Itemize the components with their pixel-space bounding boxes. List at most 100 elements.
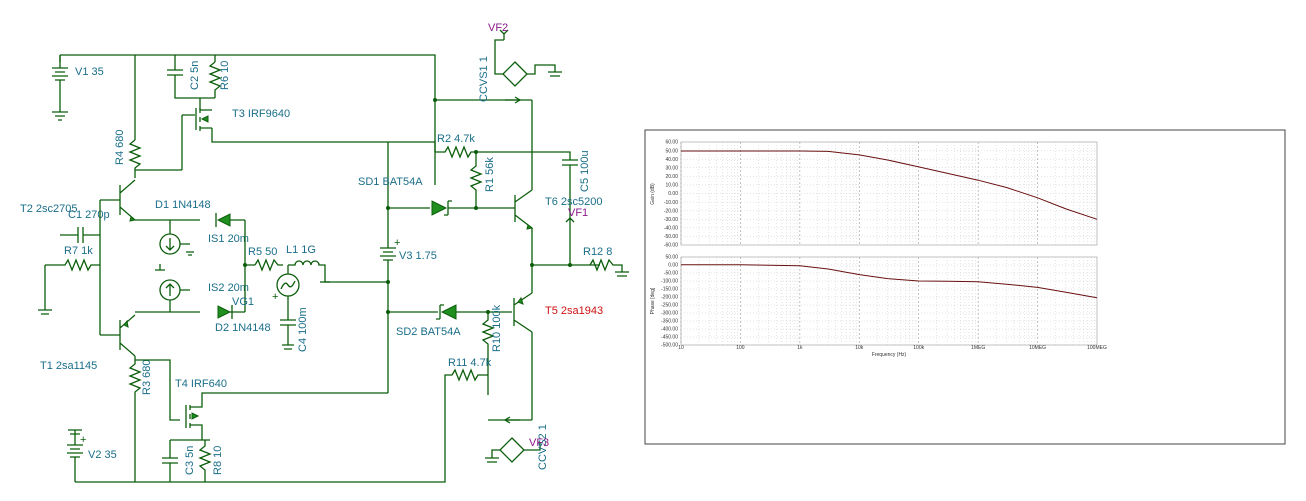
battery-v1-icon xyxy=(52,55,68,121)
label-r4: R4 680 xyxy=(114,130,126,165)
resistor-r11-icon xyxy=(444,368,488,405)
x-tick-label: 1k xyxy=(797,345,803,351)
diode-d2-icon xyxy=(217,305,245,319)
x-tick-label: 10k xyxy=(855,345,864,351)
mosfet-t3-icon xyxy=(181,98,436,185)
label-sd1: SD1 BAT54A xyxy=(358,176,423,188)
phase-y-tick-label: -300.00 xyxy=(661,311,678,317)
label-t1: T1 2sa1145 xyxy=(40,360,97,372)
phase-y-tick-label: 0.00 xyxy=(668,263,678,269)
phase-curve xyxy=(680,264,1098,299)
x-tick-label: 100k xyxy=(913,345,924,351)
resistor-r10-icon xyxy=(481,312,495,395)
ccvs1-source-icon xyxy=(494,29,562,87)
diode-sd2-icon xyxy=(436,304,512,320)
resistor-r5-icon xyxy=(254,258,283,272)
label-vf2: VF2 xyxy=(488,22,508,34)
capacitor-c4-icon xyxy=(280,319,296,350)
gain-y-tick-label: 10.00 xyxy=(665,183,678,189)
phase-y-tick-label: -200.00 xyxy=(661,295,678,301)
label-l1: L1 1G xyxy=(286,244,316,256)
ccvs2-source-icon xyxy=(485,437,541,463)
diode-d1-icon xyxy=(215,213,245,227)
label-r10: R10 100k xyxy=(491,304,503,352)
transistor-t1-icon xyxy=(100,314,136,357)
label-t3: T3 IRF9640 xyxy=(232,108,290,120)
capacitor-c5-icon xyxy=(562,159,578,205)
phase-y-tick-label: -50.00 xyxy=(664,271,678,277)
gain-panel: 60.0050.0040.0030.0020.0010.000.00-10.00… xyxy=(650,140,1098,249)
phase-y-tick-label: -500.00 xyxy=(661,343,678,349)
gain-y-tick-label: -10.00 xyxy=(664,200,678,206)
label-v3: V3 1.75 xyxy=(399,250,437,262)
label-r2: R2 4.7k xyxy=(437,133,475,145)
gain-y-tick-label: 30.00 xyxy=(665,165,678,171)
gain-y-tick-label: 20.00 xyxy=(665,174,678,180)
label-is2: IS2 20m xyxy=(208,282,249,294)
resistor-r2-icon xyxy=(434,100,571,160)
battery-v2-icon: + xyxy=(67,429,86,482)
gain-curve xyxy=(681,150,1098,220)
phase-panel: 50.000.00-50.00-100.00-150.00-200.00-250… xyxy=(650,255,1098,349)
bode-plot: 60.0050.0040.0030.0020.0010.000.00-10.00… xyxy=(644,129,1286,445)
resistor-r1-icon xyxy=(469,152,483,208)
label-r3: R3 680 xyxy=(141,360,153,395)
resistor-r8-icon xyxy=(198,440,212,482)
phase-grid xyxy=(680,256,1097,346)
label-r11: R11 4.7k xyxy=(448,357,492,369)
gain-grid xyxy=(680,141,1097,246)
resistor-r6-icon xyxy=(208,61,222,98)
gain-y-tick-label: -30.00 xyxy=(664,217,678,223)
label-sd2: SD2 BAT54A xyxy=(396,326,461,338)
label-vf1: VF1 xyxy=(568,207,588,219)
label-r7: R7 1k xyxy=(64,245,93,257)
gain-y-tick-label: -40.00 xyxy=(664,226,678,232)
x-tick-label: 10 xyxy=(678,345,684,351)
capacitor-c2-icon xyxy=(167,69,215,99)
gain-y-tick-label: 60.00 xyxy=(665,140,678,146)
label-r5: R5 50 xyxy=(248,246,277,258)
current-arrow-icon xyxy=(503,416,520,424)
x-tick-label: 100 xyxy=(736,345,745,351)
label-t6: T6 2sc5200 xyxy=(545,196,602,208)
label-t4: T4 IRF640 xyxy=(175,378,227,390)
phase-y-ticks: 50.000.00-50.00-100.00-150.00-200.00-250… xyxy=(661,255,678,349)
x-tick-label: 10MEG xyxy=(1029,345,1046,351)
gain-ylabel: Gain (dB) xyxy=(650,183,656,205)
gain-y-tick-label: -20.00 xyxy=(664,208,678,214)
inductor-l1-icon xyxy=(288,260,388,283)
label-vg1: VG1 xyxy=(232,296,254,308)
label-ccvs1: CCVS1 1 xyxy=(478,56,490,102)
current-source-is1-icon xyxy=(159,220,194,256)
signal-source-vg1-icon: + xyxy=(272,265,300,320)
capacitor-c1-icon xyxy=(60,227,100,243)
resistor-r4-icon xyxy=(128,139,142,178)
mosfet-t4-icon xyxy=(185,392,388,440)
phase-y-tick-label: -100.00 xyxy=(661,279,678,285)
plus-sign-icon: + xyxy=(80,434,86,446)
resistor-r3-icon xyxy=(128,356,142,398)
label-ccvs2: CCVS2 1 xyxy=(537,424,549,470)
label-is1: IS1 20m xyxy=(208,233,249,245)
label-r12: R12 8 xyxy=(583,246,612,258)
label-v2: V2 35 xyxy=(88,449,117,461)
gain-y-ticks: 60.0050.0040.0030.0020.0010.000.00-10.00… xyxy=(664,140,678,249)
resistor-r12-icon xyxy=(589,258,629,277)
label-c1: C1 270p xyxy=(68,209,110,221)
gain-y-tick-label: -50.00 xyxy=(664,234,678,240)
label-c3: C3 5n xyxy=(184,446,196,475)
phase-ylabel: Phase [deg] xyxy=(650,287,656,314)
current-arrow-icon xyxy=(505,96,522,104)
x-tick-label: 1MEG xyxy=(971,345,985,351)
phase-plot-area xyxy=(680,256,1098,346)
label-t2: T2 2sc2705 xyxy=(20,203,77,215)
label-t5: T5 2sa1943 xyxy=(545,305,603,317)
schematic: V1 35 C2 5n R6 10 T3 IRF9640 R4 680 xyxy=(20,22,629,483)
phase-y-tick-label: -150.00 xyxy=(661,287,678,293)
label-d2: D2 1N4148 xyxy=(215,322,271,334)
gain-y-tick-label: 0.00 xyxy=(668,191,678,197)
label-c5: C5 100u xyxy=(579,150,591,192)
x-tick-label: 100MEG xyxy=(1087,345,1107,351)
transistor-t2-icon xyxy=(100,179,137,222)
